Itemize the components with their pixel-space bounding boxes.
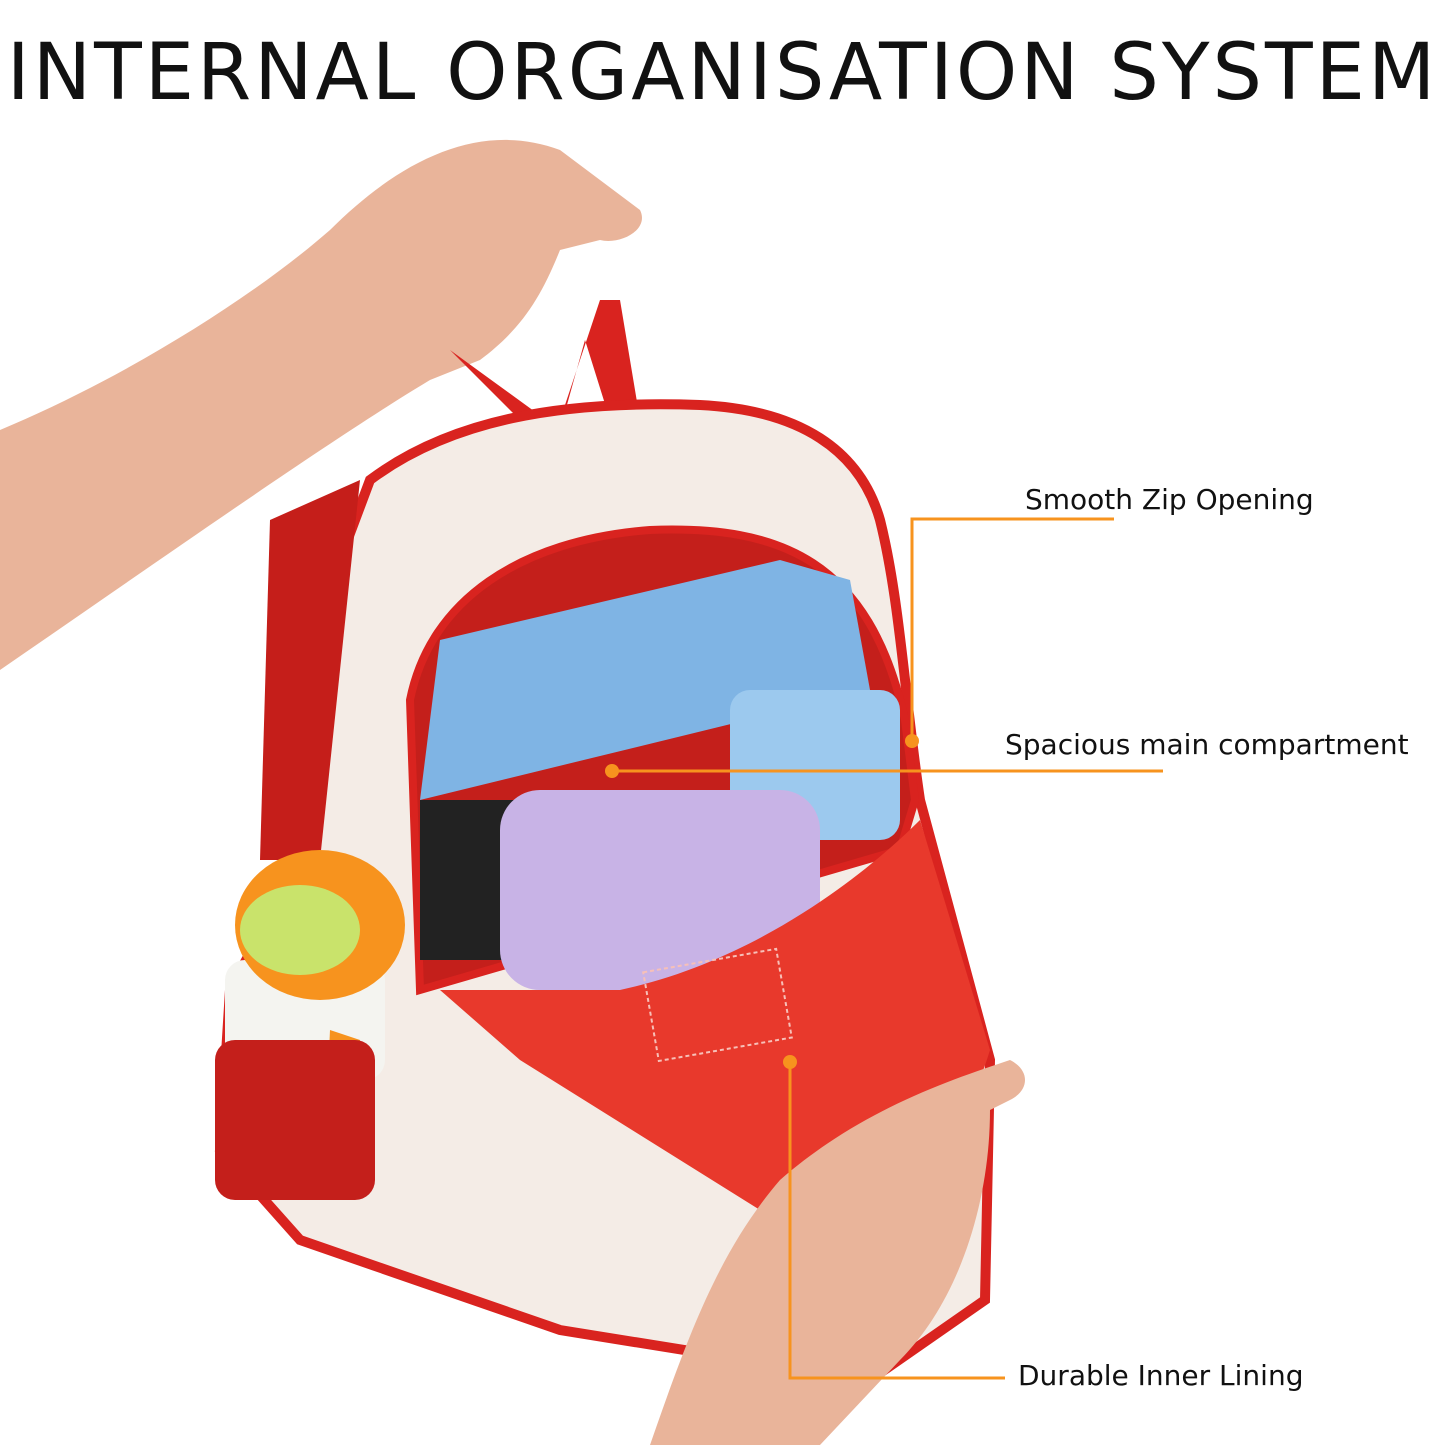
lower-hand — [650, 1060, 1025, 1445]
callout-zip-label: Smooth Zip Opening — [1025, 483, 1314, 516]
lining-callout-dot — [783, 1055, 797, 1069]
lining-callout-line — [788, 1062, 1005, 1380]
purple-pouch — [500, 790, 820, 990]
inner-lining-flap — [440, 820, 990, 1214]
zip-callout-line — [910, 517, 1114, 741]
bottle-mesh-pocket — [215, 1040, 375, 1200]
side-mesh — [260, 480, 360, 860]
callout-lining-label: Durable Inner Lining — [1018, 1359, 1304, 1392]
handle — [450, 300, 640, 430]
upper-hand — [0, 139, 642, 670]
book — [420, 560, 870, 800]
callout-compartment-label: Spacious main compartment — [1005, 728, 1409, 761]
zip-callout-dot — [905, 734, 919, 748]
compartment-callout-dot — [605, 764, 619, 778]
page-title: INTERNAL ORGANISATION SYSTEM — [6, 28, 1439, 118]
callout-lines — [612, 517, 1163, 1380]
